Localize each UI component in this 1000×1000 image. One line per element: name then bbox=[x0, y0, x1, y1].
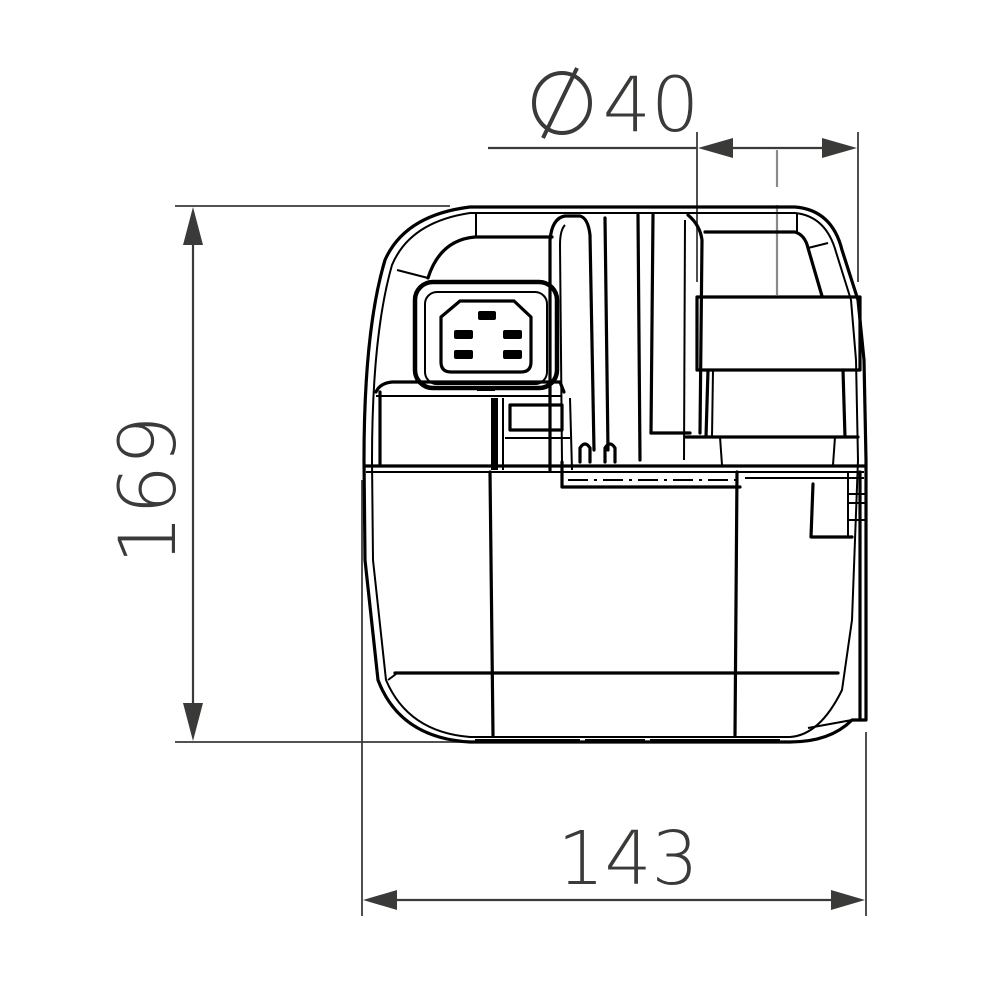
arrow-up-icon bbox=[183, 207, 203, 245]
inlet-pin bbox=[454, 350, 473, 359]
height-dimension: 169 bbox=[104, 205, 470, 743]
arrow-right-icon bbox=[822, 138, 857, 158]
housing-outer-outline bbox=[362, 205, 868, 744]
connector-block bbox=[491, 397, 573, 471]
power-inlet bbox=[412, 279, 560, 391]
width-label: 143 bbox=[557, 816, 698, 902]
diameter-symbol-icon bbox=[532, 67, 592, 139]
diameter-label: 40 bbox=[603, 60, 700, 149]
boss-band bbox=[695, 295, 862, 372]
arrow-right-icon bbox=[831, 890, 865, 910]
arrow-left-icon bbox=[363, 890, 397, 910]
diameter-dimension: 40 bbox=[488, 60, 859, 295]
arrow-down-icon bbox=[183, 703, 203, 741]
inlet-pin bbox=[454, 330, 473, 339]
inlet-pin-earth bbox=[478, 311, 496, 320]
center-ribs bbox=[548, 213, 864, 489]
inlet-pin bbox=[503, 330, 522, 339]
height-label: 169 bbox=[104, 416, 194, 565]
width-dimension: 143 bbox=[361, 480, 867, 916]
right-boss bbox=[684, 213, 862, 466]
inlet-pin bbox=[503, 350, 522, 359]
inlet-socket-outline bbox=[439, 299, 533, 374]
arrow-left-icon bbox=[698, 138, 733, 158]
housing bbox=[362, 205, 868, 744]
